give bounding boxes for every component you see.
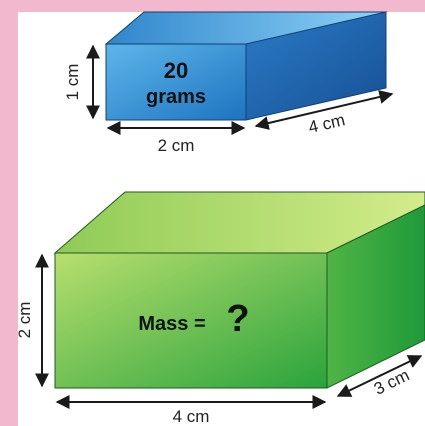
large-block-unknown-symbol: ? [226,298,249,340]
large-width-label: 4 cm [173,407,210,426]
small-block-mass-value: 20 [164,58,188,83]
small-width-label: 2 cm [158,136,195,155]
large-depth-arrow [336,355,423,397]
large-height-label: 2 cm [15,302,34,339]
small-height-label: 1 cm [63,64,82,101]
large-green-block: Mass = ? [53,191,425,389]
large-block-mass-label: Mass = [138,313,205,335]
small-depth-arrow [254,90,394,130]
small-block-front [105,43,247,121]
large-block-front [54,252,328,389]
small-block-mass-unit: grams [146,86,206,108]
